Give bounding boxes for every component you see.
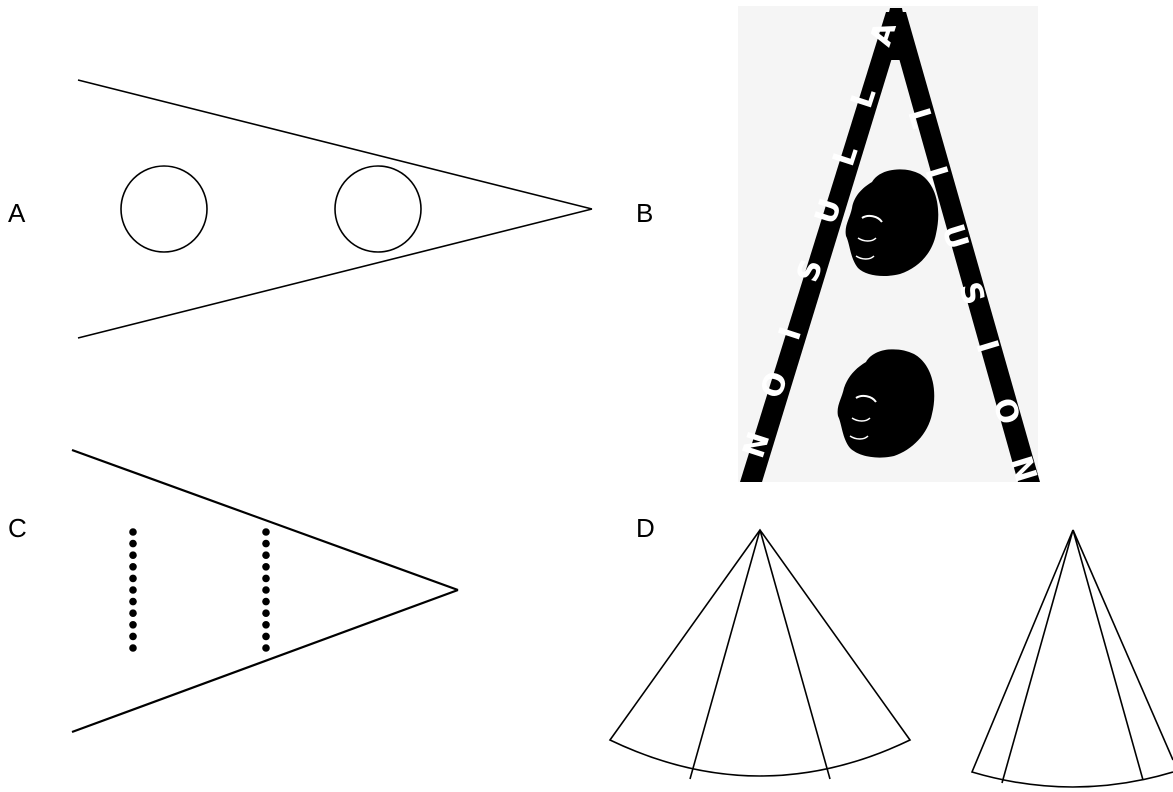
panel-a-label: A [8,198,26,228]
panel-c-left-dot [129,528,137,536]
panel-c-left-dot [129,540,137,548]
panel-b-label: B [636,198,653,228]
panel-c-left-dot [129,575,137,583]
panel-c-right-dot [262,563,270,571]
panel-d-wide-sector [610,530,910,779]
panel-c-right-dot [262,575,270,583]
panel-d-label: D [636,513,655,543]
panel-c-right-dot [262,540,270,548]
panel-c-right-dot [262,621,270,629]
panel-b: B A L L U S I O N L L U S I O N [636,6,1043,486]
panel-c-right-dot [262,598,270,606]
panel-c-left-dot [129,633,137,641]
panel-c-label: C [8,513,27,543]
panel-c-right-dot [262,528,270,536]
panel-c-left-dot [129,551,137,559]
panel-a-upper-ray [78,80,592,209]
panel-c: C [8,450,458,732]
panel-c-right-dot [262,633,270,641]
panel-d-narrow-sector [972,530,1173,787]
panel-a-right-circle [335,166,421,252]
panel-d: D [610,513,1173,787]
panel-c-right-dot [262,609,270,617]
panel-c-right-dot [262,644,270,652]
panel-c-right-dot [262,551,270,559]
panel-c-left-dot [129,609,137,617]
panel-a-left-circle [121,166,207,252]
panel-c-left-dot-column [129,528,137,652]
panel-c-left-dot [129,621,137,629]
panel-c-right-dot [262,586,270,594]
panel-a-lower-ray [78,209,592,338]
panel-c-right-dot-column [262,528,270,652]
panel-c-left-dot [129,586,137,594]
panel-c-left-dot [129,644,137,652]
panel-c-left-dot [129,563,137,571]
panel-a: A [8,80,592,338]
panel-c-left-dot [129,598,137,606]
